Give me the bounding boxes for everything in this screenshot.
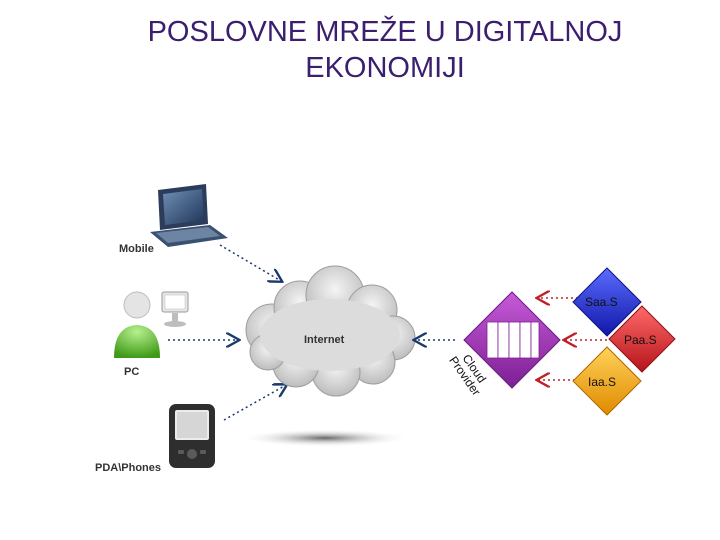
iaas-diamond — [572, 346, 642, 416]
iaas-label: Iaa.S — [588, 375, 616, 389]
pda-phones-label: PDA\Phones — [95, 462, 161, 474]
cloud-provider-diamond — [463, 291, 561, 389]
mobile-label: Mobile — [119, 243, 154, 255]
mobile-to-internet-arrow — [219, 244, 281, 281]
internet-label: Internet — [304, 334, 345, 346]
slide-title: POSLOVNE MREŽE U DIGITALNOJ EKONOMIJI — [0, 14, 720, 86]
saas-diamond — [572, 267, 642, 337]
pc-label: PC — [124, 366, 139, 378]
server-rack-icon — [486, 321, 540, 359]
pc-user-icon — [114, 291, 189, 358]
pda-phone-icon — [169, 404, 215, 468]
cloud-shadow — [240, 429, 410, 447]
paas-diamond — [608, 305, 676, 373]
slide-title-line-2: EKONOMIJI — [305, 52, 465, 84]
saas-label: Saa.S — [585, 295, 618, 309]
laptop-icon — [150, 184, 228, 247]
paas-label: Paa.S — [624, 333, 657, 347]
pda-to-internet-arrow — [223, 385, 286, 421]
internet-cloud — [240, 265, 416, 447]
slide-title-line-1: POSLOVNE MREŽE U DIGITALNOJ — [147, 16, 623, 48]
